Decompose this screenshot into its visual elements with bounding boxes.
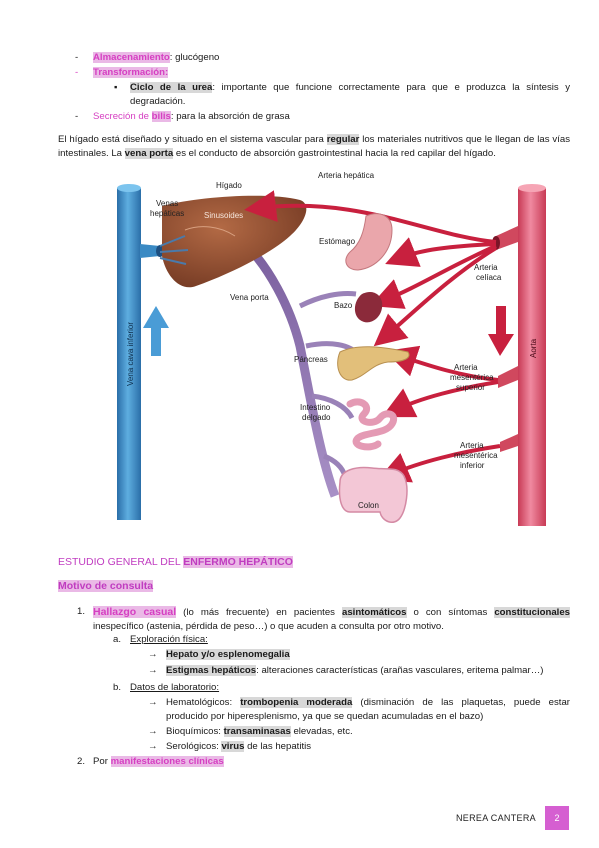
section-subtitle: Motivo de consulta bbox=[58, 580, 154, 592]
list-item-secrecion: Secreción de bilis: para la absorción de… bbox=[93, 111, 290, 122]
section-title: ESTUDIO GENERAL DEL ENFERMO HEPÁTICO bbox=[58, 556, 293, 568]
up-arrow-icon bbox=[143, 306, 169, 356]
bullet-dash: - bbox=[75, 67, 79, 78]
bullet-dash: - bbox=[75, 52, 79, 63]
paragraph-intro: El hígado está diseñado y situado en el … bbox=[58, 134, 570, 159]
liver-circulation-figure: Vena cava inferior Aorta bbox=[117, 171, 546, 526]
highlight-term: Almacenamiento bbox=[93, 52, 170, 63]
label-ami-2: mesentérica bbox=[454, 451, 498, 460]
sublist-label: Datos de laboratorio: bbox=[130, 682, 220, 693]
label-intestino-1: Intestino bbox=[300, 403, 331, 412]
list-item-transformacion: Transformación: bbox=[93, 66, 169, 80]
bold-term: Ciclo de la urea bbox=[130, 82, 213, 93]
label-ami-3: inferior bbox=[460, 461, 485, 470]
footer-author: NEREA CANTERA bbox=[456, 813, 536, 823]
label-pancreas: Páncreas bbox=[294, 355, 328, 364]
list-item-hallazgo: Hallazgo casual (lo más frecuente) en pa… bbox=[93, 606, 571, 632]
label-colon: Colon bbox=[358, 501, 379, 510]
label-sinusoides: Sinusoides bbox=[204, 211, 243, 220]
bullet-square: ▪ bbox=[114, 82, 118, 93]
label-arteria-celiaca-1: Arteria bbox=[474, 263, 498, 272]
vena-cava-vessel bbox=[117, 188, 141, 520]
arrow-icon: → bbox=[148, 741, 158, 752]
label-ams-2: mesentérica bbox=[450, 373, 494, 382]
highlight-term: bilis bbox=[151, 111, 171, 122]
arrow-icon: → bbox=[148, 697, 158, 708]
aorta-vessel bbox=[518, 188, 546, 526]
small-intestine-shape bbox=[346, 398, 397, 451]
stomach-shape bbox=[345, 213, 393, 271]
bullet-dash: - bbox=[75, 111, 79, 122]
sublist-item: Hepato y/o esplenomegalia bbox=[166, 649, 290, 660]
label-ami-1: Arteria bbox=[460, 441, 484, 450]
spleen-shape bbox=[354, 291, 383, 323]
label-vena-porta: Vena porta bbox=[230, 293, 269, 302]
highlight-term: Transformación: bbox=[93, 67, 169, 78]
sublist-item: Serológicos: virus de las hepatitis bbox=[166, 741, 312, 752]
sublist-item: Bioquímicos: transaminasas elevadas, etc… bbox=[166, 726, 353, 737]
page-number-badge: 2 bbox=[545, 806, 569, 830]
list-letter: a. bbox=[113, 634, 122, 645]
vena-cava-label: Vena cava inferior bbox=[126, 322, 135, 386]
list-item-ciclo-urea: Ciclo de la urea: importante que funcion… bbox=[130, 82, 570, 107]
label-venas-hepaticas-2: hepáticas bbox=[150, 209, 184, 218]
down-arrow-icon bbox=[488, 306, 514, 356]
label-arteria-celiaca-2: celíaca bbox=[476, 273, 502, 282]
arrow-icon: → bbox=[148, 649, 158, 660]
label-bazo: Bazo bbox=[334, 301, 353, 310]
arrow-icon: → bbox=[148, 726, 158, 737]
label-venas-hepaticas-1: Venas bbox=[156, 199, 178, 208]
label-arteria-hepatica: Arteria hepática bbox=[318, 171, 375, 180]
list-number: 1. bbox=[77, 606, 86, 617]
label-ams-1: Arteria bbox=[454, 363, 478, 372]
portal-vein bbox=[241, 240, 340, 498]
label-intestino-2: delgado bbox=[302, 413, 331, 422]
sublist-label: Exploración física: bbox=[130, 634, 208, 645]
list-letter: b. bbox=[113, 682, 122, 693]
colon-shape bbox=[338, 466, 408, 523]
label-estomago: Estómago bbox=[319, 237, 356, 246]
hepatic-artery bbox=[244, 190, 497, 244]
list-item-almacenamiento: Almacenamiento: glucógeno bbox=[93, 52, 220, 63]
label-higado: Hígado bbox=[216, 181, 242, 190]
list-number: 2. bbox=[77, 756, 86, 767]
arrow-icon: → bbox=[148, 665, 158, 676]
pancreas-shape bbox=[337, 346, 410, 381]
sublist-item: Estigmas hepáticos: alteraciones caracte… bbox=[166, 665, 544, 676]
label-ams-3: superior bbox=[456, 383, 485, 392]
aorta-label: Aorta bbox=[529, 338, 538, 358]
sublist-item: Hematológicos: trombopenia moderada (dis… bbox=[166, 697, 570, 722]
list-item-manifestaciones: Por manifestaciones clínicas bbox=[93, 756, 224, 767]
